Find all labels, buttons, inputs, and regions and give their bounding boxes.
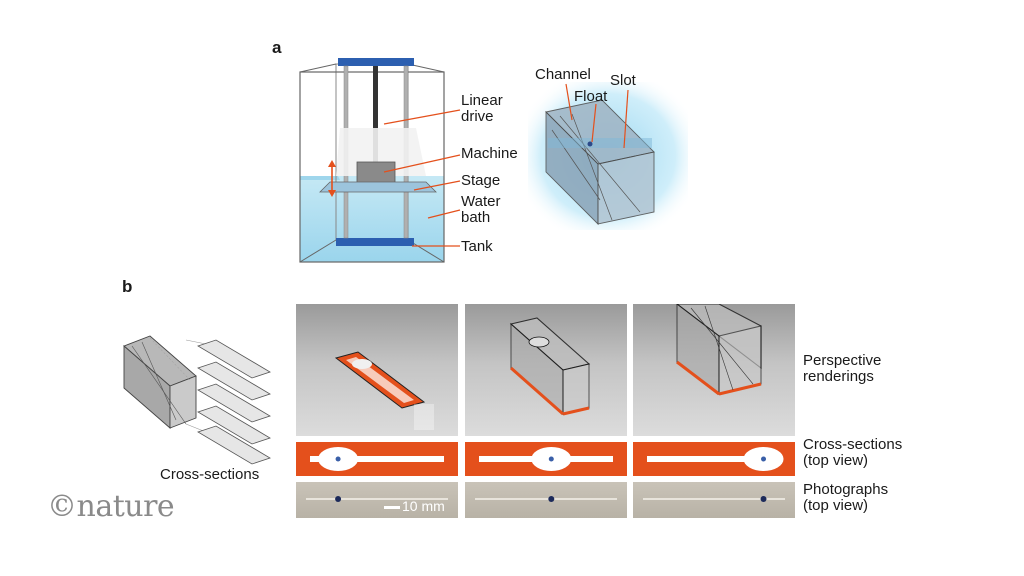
label-slot: Slot — [610, 72, 636, 89]
label-machine: Machine — [461, 145, 518, 162]
label-channel: Channel — [535, 66, 591, 83]
linear-drive — [373, 66, 378, 172]
top-plate — [338, 58, 414, 66]
float-marker — [548, 456, 554, 462]
rendering-1 — [296, 304, 458, 436]
label-water-bath: Water bath — [461, 193, 501, 226]
row-label-perspective: Perspective renderings — [803, 352, 882, 385]
rendering-3 — [633, 304, 795, 436]
label-cross-sections-left: Cross-sections — [160, 466, 260, 483]
tank-outline — [299, 71, 445, 263]
rendering-2 — [465, 304, 627, 436]
panel-a-letter: a — [272, 38, 282, 57]
float-marker — [761, 456, 767, 462]
row-label-cross-sections: Cross-sections (top view) — [803, 436, 903, 469]
scale-bar-label: 10 mm — [402, 498, 445, 514]
float-marker — [335, 456, 341, 462]
photograph-float — [335, 496, 342, 502]
label-stage: Stage — [461, 172, 501, 189]
label-linear-drive: Linear drive — [461, 92, 503, 125]
label-tank: Tank — [461, 238, 493, 255]
stage — [319, 181, 437, 193]
scale-bar — [384, 506, 400, 509]
cross-section-channel — [647, 456, 781, 462]
cross-section-channel — [310, 456, 444, 462]
bottom-plate — [336, 238, 414, 246]
nature-logo: ©nature — [47, 489, 175, 524]
section-plates — [197, 339, 271, 465]
label-float: Float — [574, 88, 608, 105]
float-dot — [587, 141, 593, 147]
panel-b-letter: b — [122, 277, 133, 296]
photograph-float — [548, 496, 555, 502]
row-label-photographs: Photographs (top view) — [803, 481, 889, 514]
photograph-float — [760, 496, 767, 502]
